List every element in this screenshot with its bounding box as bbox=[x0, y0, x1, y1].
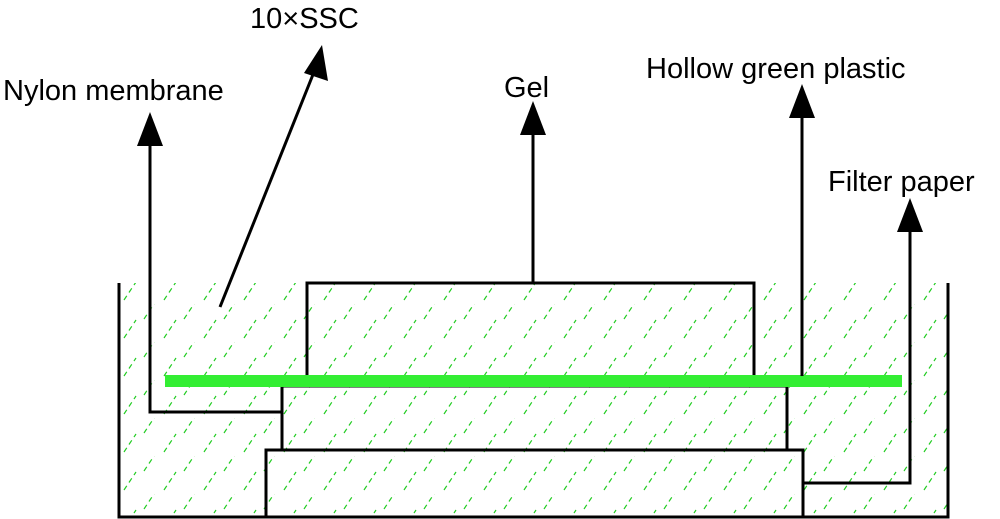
nylon-membrane-leader bbox=[148, 140, 282, 414]
ssc-leader bbox=[218, 71, 316, 308]
gel-arrowhead bbox=[520, 101, 546, 135]
nylon-membrane-arrowhead bbox=[137, 112, 163, 146]
ssc-label: 10×SSC bbox=[250, 3, 359, 35]
filter-paper-leader bbox=[803, 225, 912, 485]
filter-paper-arrowhead bbox=[897, 198, 923, 232]
gel-label: Gel bbox=[504, 72, 549, 104]
hollow-green-plastic-label: Hollow green plastic bbox=[646, 53, 906, 85]
ssc-buffer-liquid bbox=[121, 283, 947, 516]
nylon-membrane-label: Nylon membrane bbox=[3, 75, 224, 107]
ssc-arrowhead bbox=[304, 45, 328, 81]
hollow-green-plastic-arrowhead bbox=[789, 84, 815, 118]
filter-paper-label: Filter paper bbox=[828, 166, 975, 198]
